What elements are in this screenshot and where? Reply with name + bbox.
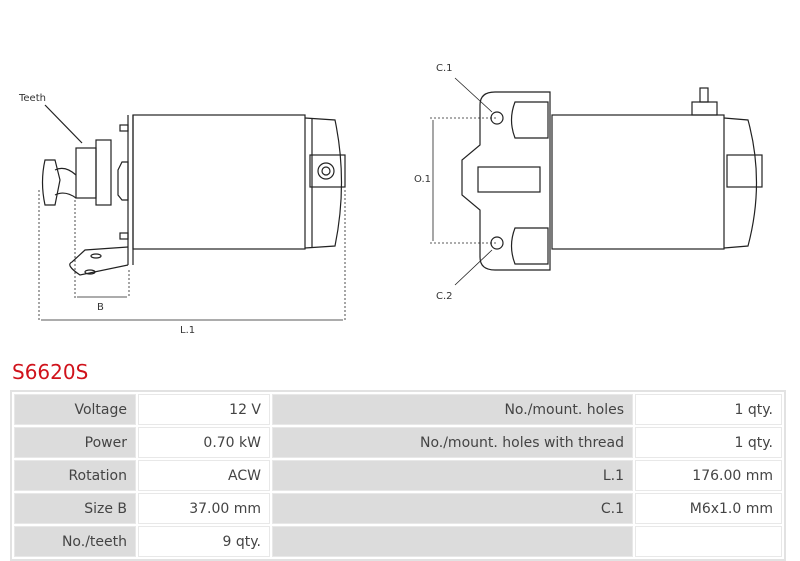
spec-label: No./mount. holes with thread xyxy=(272,427,633,458)
teeth-callout: Teeth xyxy=(18,93,83,144)
teeth-label: Teeth xyxy=(18,93,46,104)
spec-value: 176.00 mm xyxy=(635,460,782,491)
side-view: Teeth B L.1 xyxy=(18,93,346,336)
spec-value: 1 qty. xyxy=(635,427,782,458)
spec-label: Voltage xyxy=(14,394,136,425)
spec-value xyxy=(635,526,782,557)
c2-label: C.2 xyxy=(436,291,453,302)
spec-label: C.1 xyxy=(272,493,633,524)
spec-label: Rotation xyxy=(14,460,136,491)
spec-label: No./mount. holes xyxy=(272,394,633,425)
spec-value: 12 V xyxy=(138,394,270,425)
product-code: S6620S xyxy=(12,360,89,384)
front-view: C.1 C.2 O.1 xyxy=(414,63,763,302)
spec-value: 0.70 kW xyxy=(138,427,270,458)
o1-label: O.1 xyxy=(414,174,431,185)
dim-b-label: B xyxy=(97,302,104,313)
spec-label xyxy=(272,526,633,557)
dim-l1-label: L.1 xyxy=(180,325,195,336)
spec-label: L.1 xyxy=(272,460,633,491)
spec-label: No./teeth xyxy=(14,526,136,557)
spec-value: M6x1.0 mm xyxy=(635,493,782,524)
spec-value: 9 qty. xyxy=(138,526,270,557)
spec-value: 1 qty. xyxy=(635,394,782,425)
technical-drawing: Teeth B L.1 C.1 C.2 O.1 xyxy=(18,63,763,336)
spec-label: Size B xyxy=(14,493,136,524)
spec-value: 37.00 mm xyxy=(138,493,270,524)
spec-label: Power xyxy=(14,427,136,458)
c1-label: C.1 xyxy=(436,63,453,74)
spec-value: ACW xyxy=(138,460,270,491)
